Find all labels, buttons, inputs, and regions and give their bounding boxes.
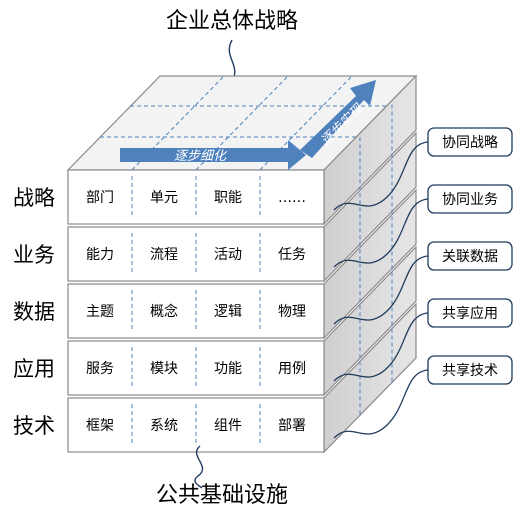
layer-cell: 组件 (214, 418, 242, 434)
callout-connector (333, 255, 429, 325)
callout-label: 协同战略 (442, 135, 498, 151)
footer-connector (194, 445, 204, 489)
callout-box (427, 184, 513, 214)
callout-box (427, 298, 513, 328)
layer-cell: 能力 (86, 247, 114, 263)
layer-front-face: 服务 模块 功能 用例 (67, 340, 325, 396)
diagram-footer: 公共基础设施 (156, 483, 288, 508)
callout-label: 共享应用 (442, 305, 498, 322)
layer-name: 业务 (13, 243, 55, 267)
callout-box (427, 127, 513, 157)
callout-connector (333, 141, 429, 211)
layer-cell: 单元 (150, 190, 178, 206)
cube-side-faces (323, 74, 417, 454)
callout-connector (333, 198, 429, 268)
layer-cell: 物理 (278, 304, 306, 320)
layer-cell: 流程 (150, 247, 178, 263)
layer-cell: 部门 (86, 190, 114, 206)
layer-cell: 系统 (150, 418, 178, 434)
layer-front-face: 主题 概念 逻辑 物理 (67, 283, 325, 339)
layer-name: 技术 (13, 414, 55, 438)
layer-cell: 逻辑 (214, 304, 242, 320)
layer-cell: 主题 (86, 304, 114, 320)
layer-cell: 概念 (150, 303, 178, 320)
layer-name: 数据 (13, 300, 55, 324)
callout-box (427, 355, 513, 385)
callout-label: 关联数据 (442, 249, 498, 265)
layer-cell: 部署 (278, 418, 306, 434)
layer-front-face: 框架 系统 组件 部署 (67, 397, 325, 453)
layer-cell: 框架 (86, 418, 114, 434)
layer-cell: 服务 (86, 361, 114, 377)
layer-front-face: 能力 流程 活动 任务 (67, 226, 325, 282)
layer-name: 战略 (13, 186, 55, 210)
layer-cell: 模块 (150, 361, 178, 377)
callout-label: 共享技术 (442, 362, 498, 379)
callout-connector (333, 369, 429, 439)
layer-cell: 活动 (214, 247, 242, 263)
layer-name: 应用 (13, 357, 55, 381)
progress-arrow-right: 逐步细化 (120, 140, 306, 170)
layer-cell: 任务 (278, 247, 306, 263)
layer-cell: 职能 (214, 190, 242, 206)
callout-box (427, 241, 513, 271)
layer-front-face: 部门 单元 职能 …… (67, 169, 325, 225)
layer-cell: …… (278, 190, 306, 206)
layer-cell: 功能 (214, 361, 242, 377)
callout-connector (333, 312, 429, 382)
layer-cell: 用例 (278, 361, 306, 377)
diagram-title: 企业总体战略 (166, 9, 298, 34)
progress-right-label: 逐步细化 (174, 149, 228, 164)
callout-label: 协同业务 (442, 192, 498, 208)
